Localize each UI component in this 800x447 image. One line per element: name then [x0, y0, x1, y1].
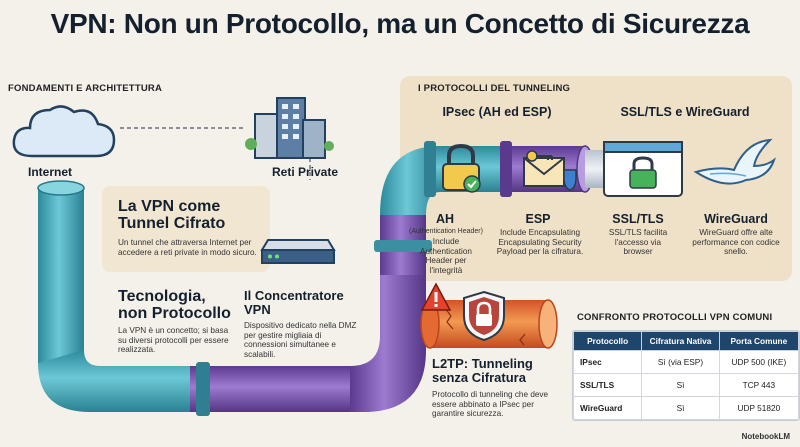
- tunnel-box-title: La VPN come Tunnel Cifrato: [118, 198, 226, 232]
- tunnel-box: [102, 186, 270, 272]
- table-header: Protocollo: [572, 331, 643, 351]
- tech-box-body: La VPN è un concetto; si basa su diversi…: [118, 326, 229, 355]
- table-cell: IPsec: [572, 350, 643, 374]
- table-row: IPsec Sì (via ESP) UDP 500 (IKE): [572, 350, 800, 374]
- table-cell: Sì (via ESP): [641, 350, 720, 374]
- comparison-table-wrap: Protocollo Cifratura Nativa Porta Comune…: [572, 330, 800, 421]
- server-icon: [260, 239, 336, 264]
- pipe-segment: [190, 366, 350, 412]
- table-cell: Sì: [641, 396, 720, 420]
- section-label-protocols: I PROTOCOLLI DEL TUNNELING: [418, 83, 571, 94]
- comparison-table: Protocollo Cifratura Nativa Porta Comune…: [572, 331, 800, 420]
- ssl-body: SSL/TLS facilita l'accesso via browser: [608, 228, 668, 257]
- concentrator-title: Il Concentratore VPN: [244, 288, 344, 317]
- ipsec-title: IPsec (AH ed ESP): [442, 105, 552, 119]
- table-cell: UDP 500 (IKE): [718, 350, 800, 374]
- page-title: VPN: Non un Protocollo, ma un Concetto d…: [50, 8, 750, 39]
- ah-subtitle: (Authentication Header): [409, 228, 483, 235]
- table-header: Porta Comune: [718, 331, 800, 351]
- table-cell: SSL/TLS: [572, 373, 643, 397]
- wireguard-name: WireGuard: [704, 212, 768, 226]
- ssl-wireguard-title: SSL/TLS e WireGuard: [620, 105, 750, 119]
- bird-icon: [693, 138, 776, 185]
- table-cell: TCP 443: [718, 373, 800, 397]
- ah-name: AH: [435, 212, 455, 226]
- shield-lock-icon: [463, 290, 505, 342]
- ah-body: Include Authentication Header per l'inte…: [420, 237, 472, 276]
- internet-label: Internet: [28, 165, 73, 179]
- wireguard-body: WireGuard offre alte performance con cod…: [692, 228, 780, 257]
- envelope-key-icon: [523, 150, 577, 191]
- concentrator-body: Dispositivo dedicato nella DMZ per gesti…: [244, 321, 357, 360]
- ssl-name: SSL/TLS: [612, 212, 664, 226]
- tech-box-title: Tecnologia, non Protocollo: [118, 288, 231, 322]
- pipe-segment: [38, 188, 84, 363]
- table-cell: Sì: [641, 373, 720, 397]
- warning-icon: [420, 282, 452, 311]
- padlock-icon: [442, 144, 481, 193]
- buildings-icon: [245, 97, 334, 159]
- cloud-icon: [12, 105, 116, 158]
- table-row: WireGuard Sì UDP 51820: [572, 396, 800, 420]
- table-cell: UDP 51820: [718, 396, 800, 420]
- esp-name: ESP: [525, 212, 551, 226]
- esp-body: Include Encapsulating Encapsulating Secu…: [496, 228, 584, 257]
- brand-label: NotebookLM: [741, 432, 790, 441]
- l2tp-body: Protocollo di tunneling che deve essere …: [432, 390, 549, 419]
- comparison-title: CONFRONTO PROTOCOLLI VPN COMUNI: [577, 312, 773, 323]
- section-label-fundamentals: FONDAMENTI E ARCHITETTURA: [8, 83, 162, 94]
- table-row: SSL/TLS Sì TCP 443: [572, 373, 800, 397]
- browser-lock-icon: [603, 141, 683, 197]
- private-networks-label: Reti Private: [272, 165, 339, 179]
- table-cell: WireGuard: [572, 396, 643, 420]
- l2tp-title: L2TP: Tunneling senza Cifratura: [432, 356, 533, 385]
- table-header: Cifratura Nativa: [641, 331, 720, 351]
- tunnel-box-body: Un tunnel che attraversa Internet per ac…: [118, 238, 257, 257]
